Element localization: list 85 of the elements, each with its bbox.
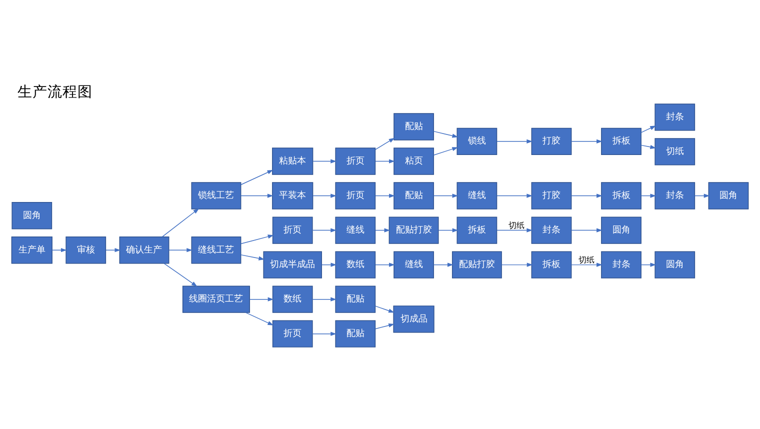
node-box: 粘贴本 (272, 148, 314, 175)
arrow (375, 323, 394, 330)
arrow (321, 262, 337, 267)
arrow (694, 194, 710, 198)
node-box: 数纸 (272, 286, 313, 313)
arrow (640, 126, 656, 133)
arrow (240, 194, 274, 198)
arrow (375, 138, 395, 150)
node-box: 缝线 (456, 182, 498, 210)
node-box: 缝线工艺 (191, 236, 242, 264)
arrow (164, 263, 198, 287)
node-box: 封条 (654, 104, 696, 131)
arrow (496, 194, 533, 198)
node-box: 缝线 (335, 216, 376, 244)
node-box: 配贴打胶 (388, 216, 439, 244)
node-box: 数纸 (335, 251, 376, 278)
node-box: 配贴 (335, 320, 376, 348)
arrow (168, 248, 193, 252)
node-box: 打胶 (531, 182, 572, 210)
arrow (571, 262, 602, 267)
arrow (245, 312, 274, 326)
arrow (496, 139, 533, 144)
node-box: 切成半成品 (263, 251, 322, 278)
arrow (375, 228, 390, 232)
arrow (640, 194, 656, 198)
node-box: 缝线 (394, 251, 434, 278)
arrow (433, 130, 458, 138)
arrow (433, 147, 458, 156)
diagram-title: 生产流程图 (18, 84, 93, 101)
node-box: 生产单 (11, 236, 52, 264)
node-box: 打胶 (531, 128, 572, 156)
node-box: 圆角 (12, 202, 52, 230)
arrow (249, 297, 274, 302)
node-box: 拆板 (601, 182, 642, 210)
node-box: 拆板 (531, 251, 572, 278)
node-box: 封条 (531, 216, 572, 244)
node-box: 切纸 (654, 138, 696, 166)
node-box: 封条 (601, 251, 642, 278)
node-box: 拆板 (601, 128, 642, 156)
arrow (496, 228, 533, 232)
arrow (571, 139, 602, 144)
arrow (240, 234, 274, 244)
arrow (162, 208, 200, 238)
arrow (106, 248, 121, 252)
node-box: 切成品 (393, 306, 434, 333)
node-box: 审核 (66, 236, 106, 264)
node-box: 封条 (654, 182, 696, 210)
node-box: 锁线工艺 (191, 182, 242, 210)
arrow (312, 159, 336, 164)
node-box: 粘页 (394, 148, 434, 175)
arrow (312, 194, 336, 198)
node-box: 折页 (335, 182, 376, 210)
arrow (52, 248, 67, 252)
node-box: 圆角 (601, 216, 642, 244)
arrow (375, 262, 395, 267)
node-box: 平装本 (272, 182, 314, 210)
arrow (501, 262, 533, 267)
node-box: 折页 (335, 148, 376, 175)
node-box: 线圈活页工艺 (182, 286, 250, 313)
arrow (571, 194, 602, 198)
arrow (571, 228, 602, 232)
node-box: 圆角 (654, 251, 696, 278)
node-box: 圆角 (708, 182, 749, 210)
node-box: 确认生产 (119, 236, 170, 264)
arrow (640, 262, 656, 267)
node-box: 配贴打胶 (452, 251, 502, 278)
node-box: 折页 (272, 320, 313, 348)
arrow (375, 194, 395, 198)
arrow (312, 332, 336, 336)
arrow (438, 228, 458, 232)
node-box: 拆板 (456, 216, 498, 244)
node-box: 配贴 (335, 286, 376, 313)
arrow (240, 170, 274, 186)
arrow (375, 159, 395, 164)
arrow (312, 297, 336, 302)
arrow (433, 262, 454, 267)
node-box: 锁线 (456, 128, 498, 156)
arrow (640, 144, 656, 150)
node-box: 配贴 (394, 182, 434, 210)
arrow (312, 228, 336, 232)
node-box: 配贴 (394, 113, 434, 140)
arrow (375, 306, 394, 313)
arrow (240, 254, 265, 260)
node-box: 折页 (272, 216, 313, 244)
arrow (433, 194, 458, 198)
